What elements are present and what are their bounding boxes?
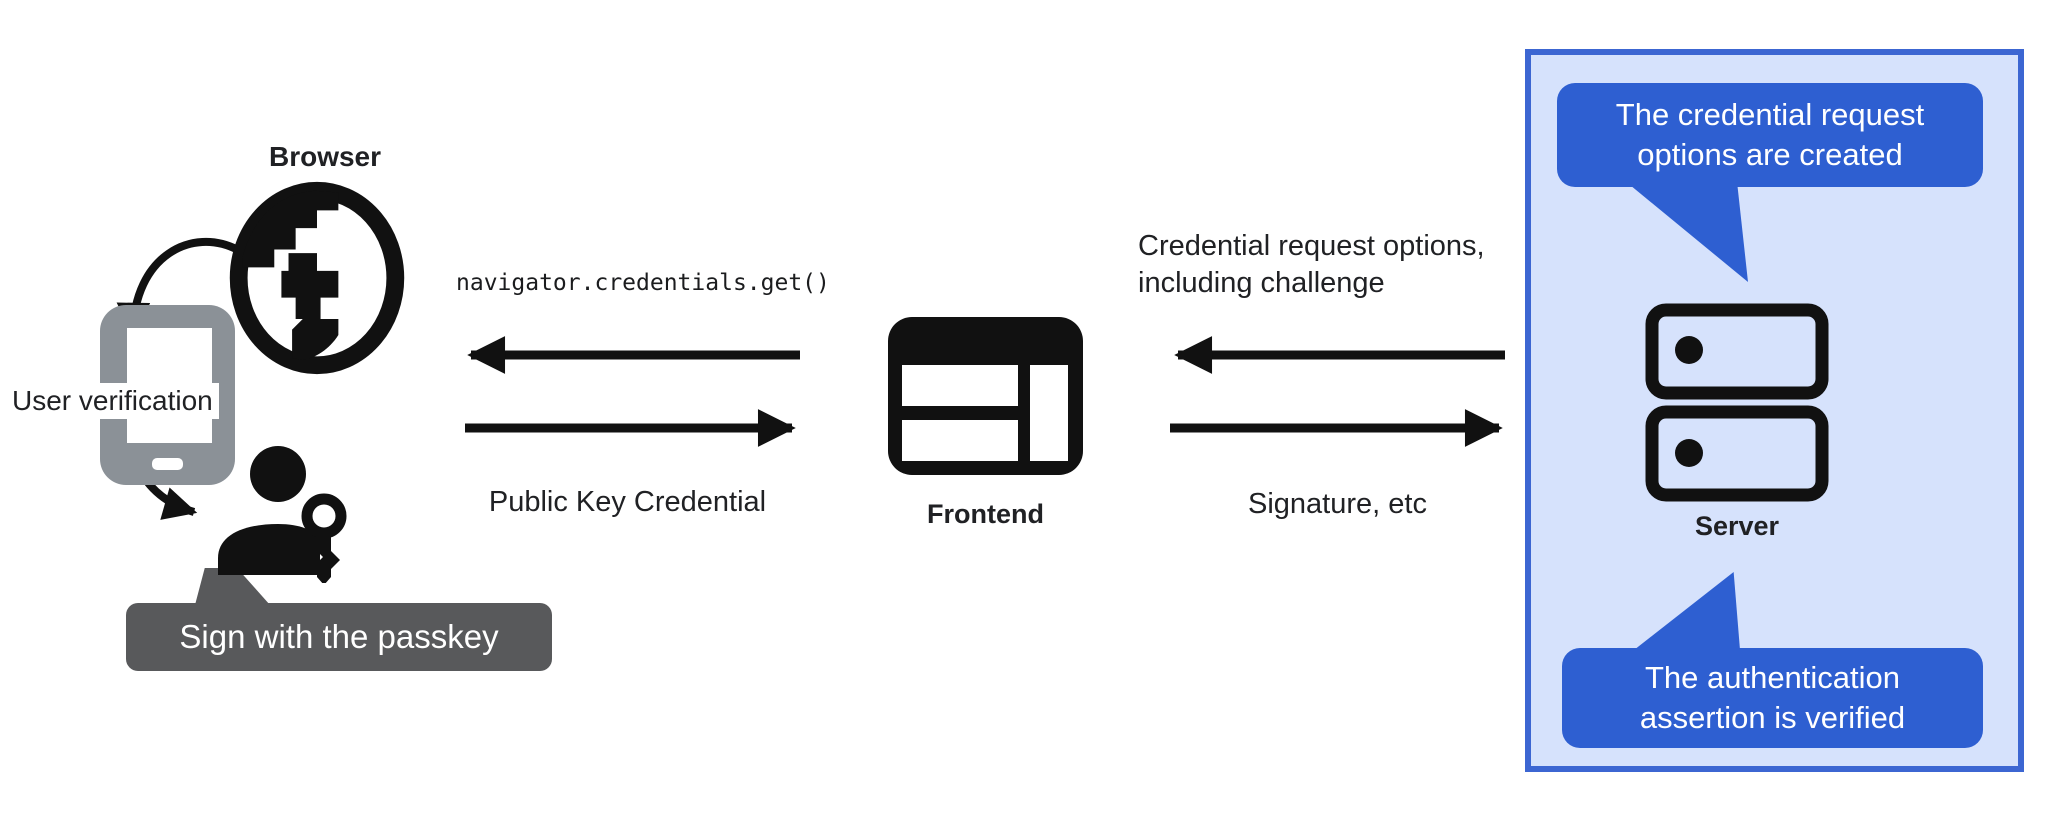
- globe-icon: [229, 181, 405, 375]
- callout-top: The credential request options are creat…: [1557, 83, 1983, 187]
- person-passkey-icon: [218, 446, 347, 583]
- credential-request-line2: including challenge: [1138, 267, 1385, 299]
- passkey-tooltip-text: Sign with the passkey: [179, 618, 499, 655]
- callout-bottom-line2: assertion is verified: [1639, 700, 1906, 735]
- public-key-credential-text: Public Key Credential: [488, 486, 767, 518]
- callout-top-line2: options are created: [1637, 137, 1903, 172]
- server-label: Server: [1694, 511, 1780, 541]
- browser-label: Browser: [268, 141, 382, 172]
- callout-top-line1: The credential request: [1615, 97, 1925, 132]
- passkey-tooltip: Sign with the passkey: [126, 603, 552, 671]
- credential-request-line1: Credential request options,: [1138, 230, 1485, 262]
- user-verification-label: User verification: [6, 383, 219, 419]
- callout-bottom-line1: The authentication: [1644, 660, 1901, 695]
- api-call-text: navigator.credentials.get(): [456, 270, 830, 296]
- frontend-label: Frontend: [927, 499, 1044, 529]
- frontend-window-icon: [888, 317, 1083, 475]
- signature-text: Signature, etc: [1248, 488, 1427, 520]
- server-icon: [1645, 303, 1829, 502]
- callout-bottom: The authentication assertion is verified: [1562, 648, 1983, 748]
- credential-request-text: Credential request options, including ch…: [1138, 228, 1485, 302]
